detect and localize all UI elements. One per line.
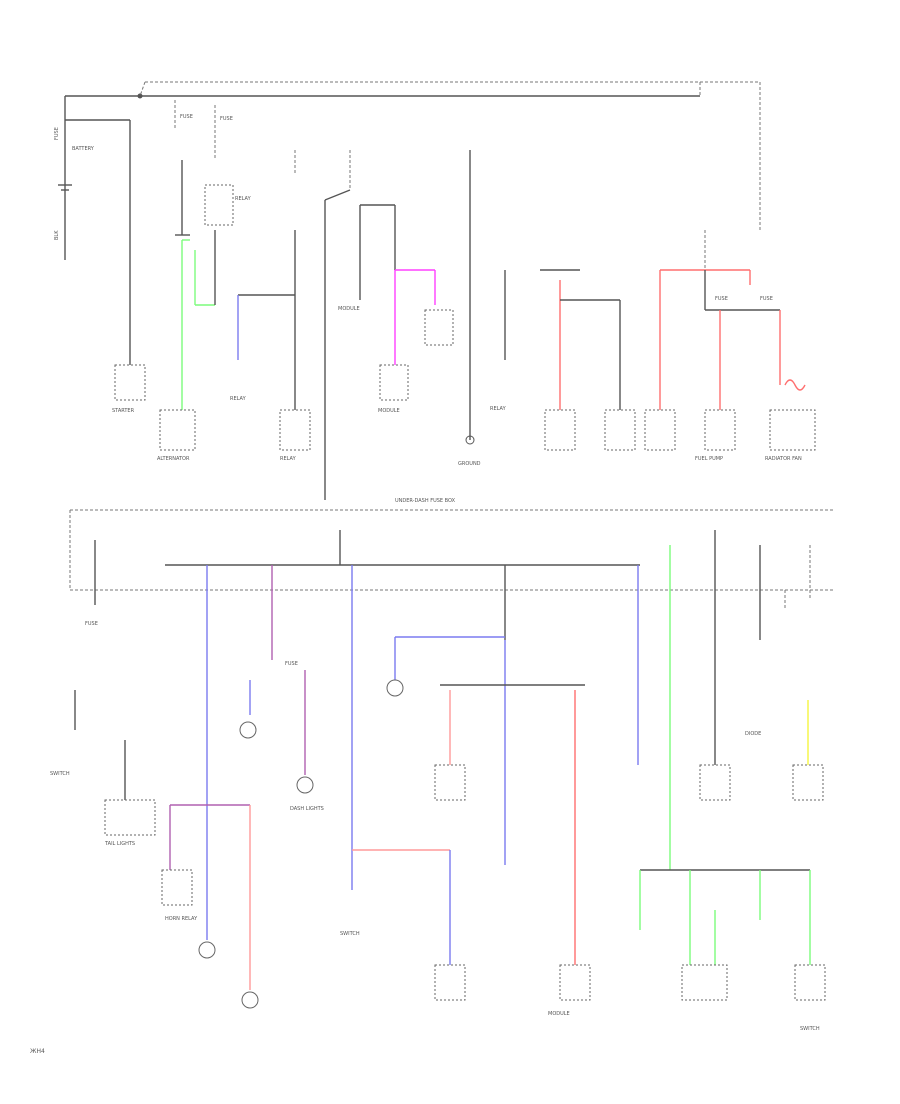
ground-label: GROUND [458,461,481,467]
bl-text-2: SWITCH [50,771,70,777]
cb-text-1: SWITCH [340,931,360,937]
underdash-fuse-box: UNDER-DASH FUSE BOX [69,498,835,591]
fuse-relay-1: FUSE RELAY [204,105,252,226]
magenta-text-1: MODULE [338,306,360,312]
radiator-fan-label: RADIATOR FAN [765,456,802,462]
red-text-3: FUSE [760,296,773,302]
starter: STARTER [112,364,146,414]
red-branch-top: RELAY [490,269,636,451]
dash-lights-label: DASH LIGHTS [290,806,324,812]
blue-branch-1: RELAY RELAY [230,150,311,462]
red-text-2: FUSE [715,296,728,302]
relay-label-1: RELAY [235,196,252,202]
alternator-label: ALTERNATOR [157,456,190,462]
magenta-branch: MODULE MODULE [338,204,454,414]
horn-relay-label: HORN RELAY [165,916,198,922]
red-relay-group: FUSE FUSE FUEL PUMP RADIATOR FAN [644,230,816,462]
page-code: ЖН4 [30,1048,45,1055]
relay-label-3: RELAY [280,456,297,462]
battery-text-1: FUSE [54,127,60,140]
top-supply-bus [65,81,761,230]
magenta-text-2: MODULE [378,408,400,414]
rb-text-1: DIODE [745,731,761,737]
starter-label: STARTER [112,408,135,414]
battery-label: BATTERY [72,146,95,152]
pl-text-1: FUSE [285,661,298,667]
relay-label-2: RELAY [230,396,247,402]
fuel-pump-label: FUEL PUMP [695,456,723,462]
purple-lights: FUSE DASH LIGHTS [239,565,324,812]
fuse-label-2: FUSE [220,116,233,122]
bottom-left-branch: FUSE SWITCH TAIL LIGHTS [50,540,156,847]
bl-text-1: FUSE [85,621,98,627]
ground-branch: GROUND [458,150,481,467]
battery-text-2: BLK [54,230,60,240]
center-circle: MODULE [386,565,591,1017]
main-feed [324,150,351,500]
alternator: FUSE ALTERNATOR [157,100,216,462]
rb-text-2: SWITCH [800,1026,820,1032]
tail-lights-label: TAIL LIGHTS [104,841,135,847]
center-blue-pink: SWITCH [340,565,466,1001]
battery: FUSE BATTERY BLK [54,96,131,365]
blue-purple-branch: HORN RELAY [161,565,259,1009]
cc-text-1: MODULE [548,1011,570,1017]
fuse-label-1: FUSE [180,114,193,120]
red-text-1: RELAY [490,406,507,412]
right-branches: DIODE SWITCH [637,530,826,1032]
underdash-label: UNDER-DASH FUSE BOX [395,498,456,504]
